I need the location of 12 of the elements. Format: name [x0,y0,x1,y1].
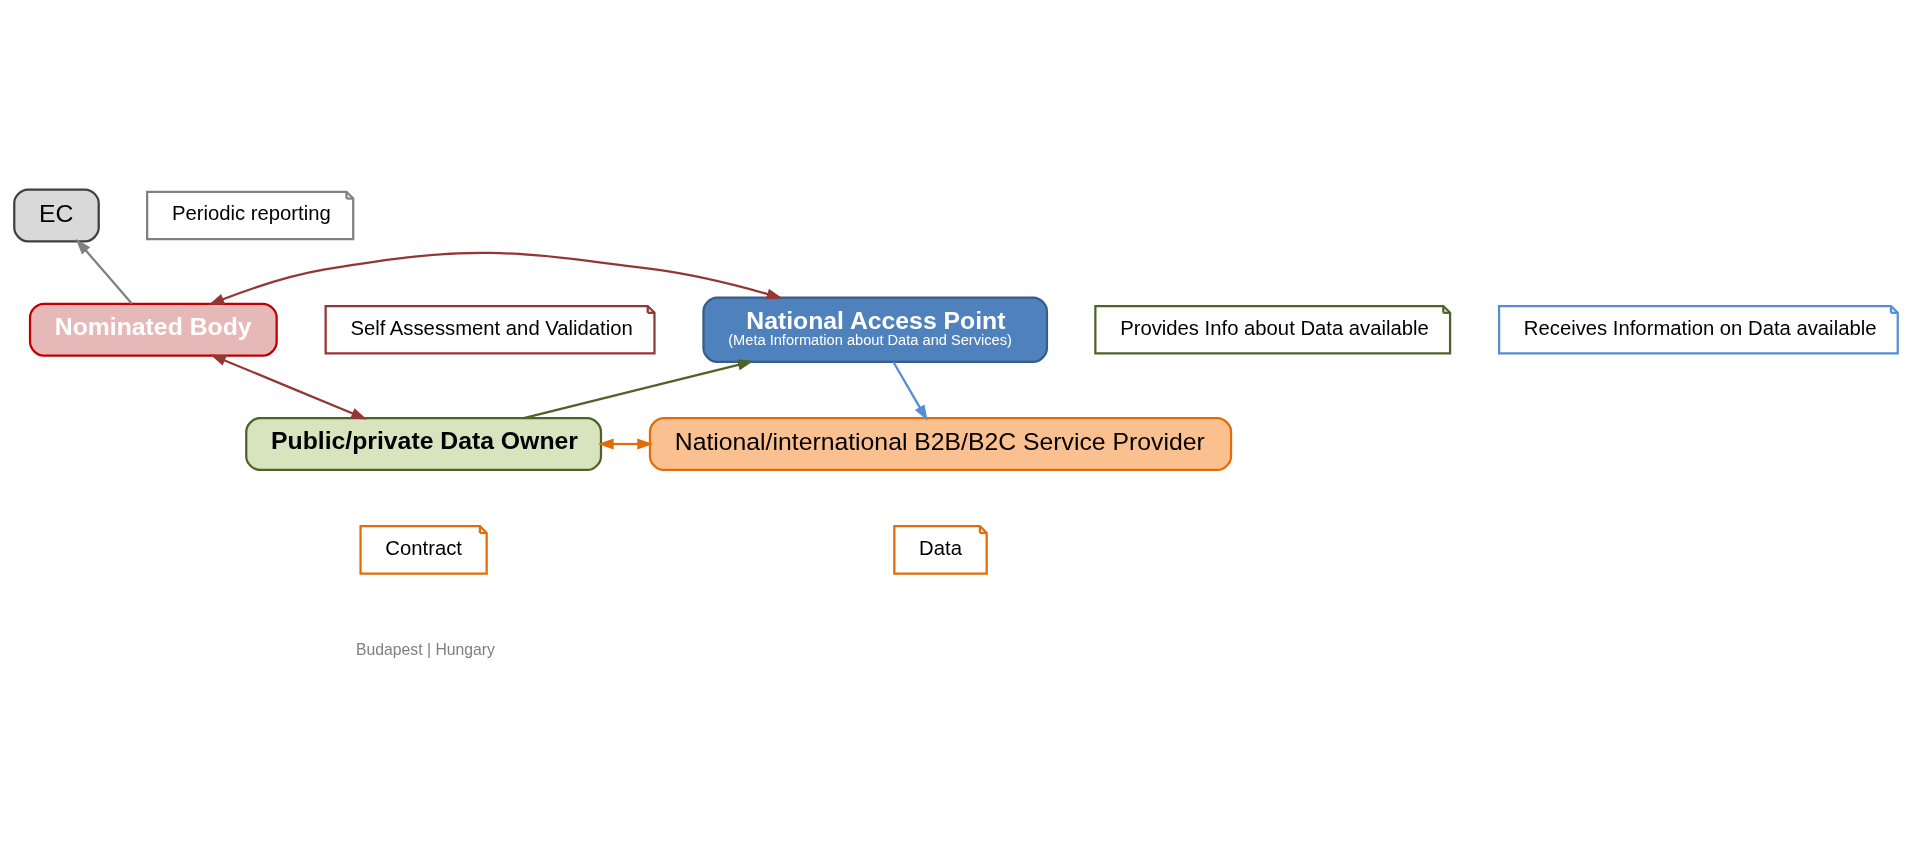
label: Budapest | Hungary [356,640,495,658]
arrow [208,251,783,305]
node-box: EC [13,187,100,242]
node-box: Nominated Body [28,302,278,357]
node-box: Public/private Data Owner [245,416,603,471]
arrow [892,361,928,421]
arrow [597,438,654,450]
arrow [75,238,133,305]
arrow [523,358,754,419]
arrow [210,353,367,419]
node-box: National Access Point (Meta Information about Data and Services) [702,296,1049,363]
node-box: National/international B2B/B2C Service Provider [648,416,1233,471]
